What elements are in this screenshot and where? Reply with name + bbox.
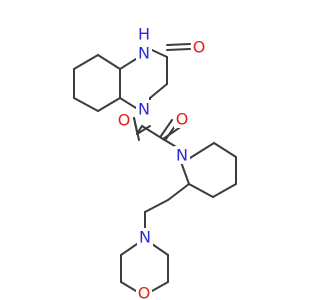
bond bbox=[141, 125, 164, 140]
bond bbox=[162, 125, 183, 140]
bond bbox=[151, 281, 169, 292]
atom-o-lactam: O bbox=[191, 38, 207, 57]
atom-o-lactam-label: O bbox=[193, 38, 206, 57]
bond bbox=[166, 43, 191, 46]
molecule-structure: H N O N O O N N bbox=[73, 25, 237, 300]
atom-o-morpholine-label: O bbox=[138, 284, 151, 300]
bond bbox=[151, 243, 169, 256]
bond bbox=[97, 97, 121, 112]
bond bbox=[73, 97, 99, 112]
atom-nh: H N bbox=[136, 25, 152, 63]
bond bbox=[189, 142, 215, 159]
atom-n-piperidine-label: N bbox=[176, 146, 188, 165]
atom-n-morpholine-label: N bbox=[139, 228, 151, 247]
atom-n-ring: N bbox=[136, 100, 152, 119]
bond bbox=[180, 161, 190, 185]
bond bbox=[133, 117, 140, 141]
bond bbox=[120, 243, 138, 256]
atom-o-oxo1: O bbox=[116, 111, 132, 130]
bond bbox=[212, 183, 237, 198]
atom-nh-n: N bbox=[138, 44, 150, 63]
atom-nh-h: H bbox=[138, 25, 150, 44]
bond bbox=[166, 48, 191, 51]
bond bbox=[188, 183, 214, 198]
bond bbox=[151, 49, 168, 58]
atom-n-piperidine: N bbox=[174, 146, 190, 165]
bond bbox=[73, 54, 99, 70]
atom-labels: H N O N O O N N bbox=[116, 25, 207, 300]
atom-o-morpholine: O bbox=[136, 284, 152, 300]
bond bbox=[120, 281, 137, 292]
bond bbox=[149, 83, 168, 99]
atom-o-oxo1-label: O bbox=[118, 111, 131, 130]
bond bbox=[97, 54, 121, 70]
bond bbox=[167, 183, 190, 201]
bond bbox=[119, 97, 137, 109]
bond bbox=[119, 58, 137, 70]
atom-n-morpholine: N bbox=[137, 228, 153, 247]
bond bbox=[136, 125, 151, 135]
atom-o-oxo2-label: O bbox=[176, 110, 189, 129]
atom-o-oxo2: O bbox=[174, 110, 190, 129]
bond bbox=[144, 199, 169, 213]
bonds bbox=[73, 43, 237, 292]
atom-n-ring-label: N bbox=[138, 100, 150, 119]
bond bbox=[213, 142, 237, 158]
bond bbox=[160, 119, 173, 137]
